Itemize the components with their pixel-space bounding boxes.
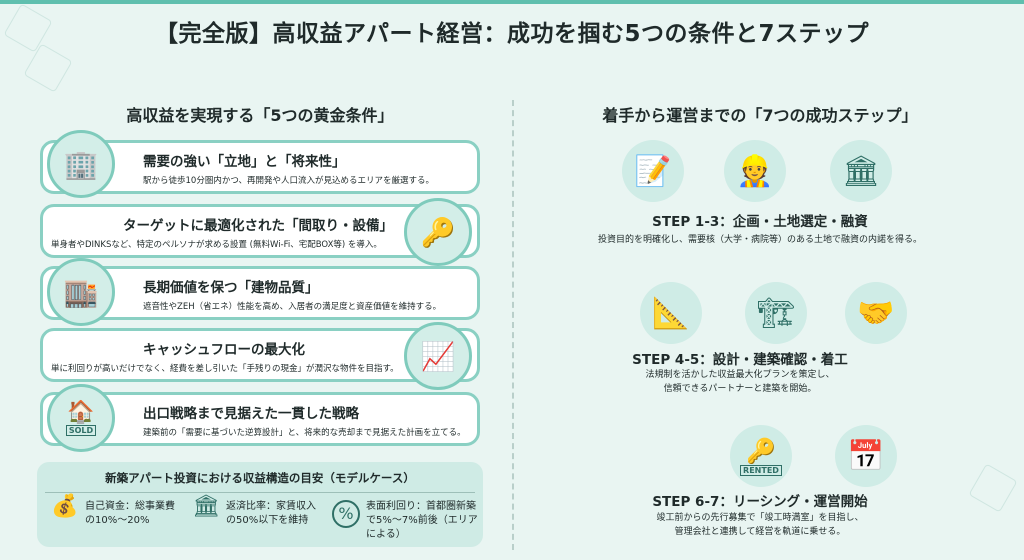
condition-title: 長期価値を保つ「建物品質」 [143,280,319,296]
document-pen-icon: 📝 [622,140,684,202]
model-case-title: 新築アパート投資における収益構造の目安（モデルケース） [105,471,415,485]
money-bag-icon: 💰 [51,494,79,519]
blueprint-icon: 📐 [640,282,702,344]
model-case-box: 新築アパート投資における収益構造の目安（モデルケース） 💰 自己資金：総事業費の… [37,462,483,547]
hexagon-decoration [968,463,1018,513]
step-desc: 管理会社と連携して経営を軌道に乗せる。 [674,527,846,537]
building-tree-icon: 🏬 [47,258,115,326]
condition-title: ターゲットに最適化された「間取り・設備」 [123,218,393,234]
coins-chart-icon: 📈 [404,322,472,390]
step-title: STEP 6-7：リーシング・運営開始 [652,494,868,510]
step-desc: 法規制を活かした収益最大化プランを策定し、 [645,370,835,380]
step-desc: 投資目的を明確化し、需要核（大学・病院等）のある土地で融資の内諾を得る。 [597,235,922,245]
model-item: % 表面利回り：首都圏新築で5%～7%前後（エリアによる） [332,500,478,542]
sold-sign: SOLD [65,425,97,436]
top-accent-bar [0,0,1024,4]
model-case-rule [45,492,475,493]
bank-handshake-icon: 🏛 [830,140,892,202]
page-title: 【完全版】高収益アパート経営：成功を掴む5つの条件と7ステップ [154,21,870,47]
model-text: 表面利回り：首都圏新築 [366,501,476,512]
condition-desc: 単に利回りが高いだけでなく、経費を差し引いた「手残りの現金」が潤沢な物件を目指す… [51,364,399,374]
condition-title: 出口戦略まで見据えた一貫した戦略 [143,406,359,422]
right-heading: 着手から運営までの「7つの成功ステップ」 [602,106,918,125]
condition-title: 需要の強い「立地」と「将来性」 [143,154,346,170]
step-title: STEP 1-3：企画・土地選定・融資 [652,214,868,230]
condition-card: 需要の強い「立地」と「将来性」 駅から徒歩10分圏内かつ、再開発や人口流入が見込… [40,140,480,194]
condition-desc: 単身者やDINKSなど、特定のペルソナが求める設置 (無料Wi-Fi、宅配BOX… [51,240,382,250]
rented-sign: RENTED [740,464,782,476]
section-divider [512,100,514,550]
building-train-icon: 🏢 [47,130,115,198]
keys-rented-icon: 🔑RENTED [730,425,792,487]
step-desc: 竣工前からの先行募集で「竣工時満室」を目指し、 [656,513,864,523]
condition-desc: 遮音性やZEH（省エネ）性能を高め、入居者の満足度と資産価値を維持する。 [143,302,442,312]
crane-helmet-icon: 🏗 [745,282,807,344]
model-text: の50%以下を維持 [226,515,309,526]
model-item: 💰 自己資金：総事業費の10%～20% [51,494,175,528]
bank-icon: 🏛 [192,494,220,519]
condition-title: キャッシュフローの最大化 [143,342,305,358]
condition-desc: 建築前の「需要に基づいた逆算設計」と、将来的な売却まで見据えた計画を立てる。 [143,428,466,438]
condition-card: 出口戦略まで見据えた一貫した戦略 建築前の「需要に基づいた逆算設計」と、将来的な… [40,392,480,446]
model-text: 自己資金：総事業費 [85,501,175,512]
contract-handshake-icon: 🤝 [845,282,907,344]
step-desc: 信頼できるパートナーと建築を開始。 [663,384,817,394]
condition-desc: 駅から徒歩10分圏内かつ、再開発や人口流入が見込めるエリアを厳選する。 [143,176,434,186]
model-text: 返済比率：家賃収入 [226,501,316,512]
model-text: による） [366,529,406,540]
worker-building-icon: 👷 [724,140,786,202]
percent-icon: % [332,500,360,528]
model-item: 🏛 返済比率：家賃収入の50%以下を維持 [192,494,316,528]
left-heading: 高収益を実現する「5つの黄金条件」 [126,106,394,125]
house-sold-icon: 🏠SOLD [47,384,115,452]
floorplan-key-icon: 🔑 [404,198,472,266]
model-text: で5%～7%前後（エリア [366,515,478,526]
step-title: STEP 4-5：設計・建築確認・着工 [632,352,848,368]
calendar-check-icon: 📅 [835,425,897,487]
model-text: の10%～20% [85,515,150,526]
